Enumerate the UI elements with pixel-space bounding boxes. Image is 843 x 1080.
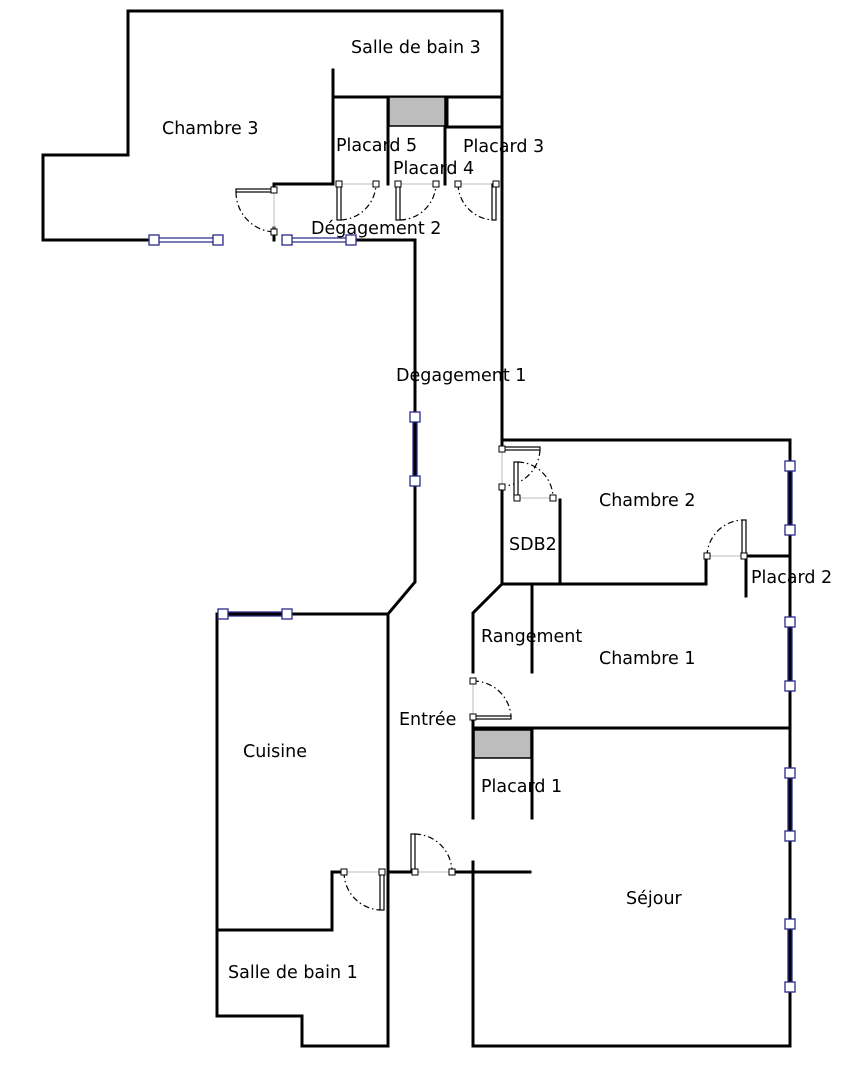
window-chambre2 — [784, 460, 796, 536]
window-cuisine — [217, 608, 293, 620]
door-sdb2 — [513, 461, 557, 502]
label-salle-de-bain-1: Salle de bain 1 — [228, 963, 358, 983]
label-placard-2: Placard 2 — [751, 568, 832, 588]
duct-block-placard1 — [473, 729, 532, 759]
door-placard4 — [394, 180, 440, 221]
wall-north-west — [41, 9, 504, 450]
door-chambre3 — [235, 186, 278, 236]
door-placard5 — [335, 180, 380, 221]
door-sdb1 — [340, 868, 386, 911]
label-placard-3: Placard 3 — [463, 137, 544, 157]
window-degagement2 — [281, 234, 357, 246]
label-entree: Entrée — [399, 710, 456, 730]
wall-placard2 — [743, 554, 792, 598]
label-salle-de-bain-3: Salle de bain 3 — [351, 38, 481, 58]
label-chambre-3: Chambre 3 — [162, 119, 258, 139]
wall-rangement — [471, 581, 534, 674]
label-degagement-1: Degagement 1 — [396, 366, 526, 386]
label-chambre-2: Chambre 2 — [599, 491, 695, 511]
window-sejour-2 — [784, 918, 796, 993]
label-sdb2: SDB2 — [509, 535, 557, 555]
wall-east — [471, 438, 792, 1048]
door-chambre1 — [469, 677, 512, 721]
door-sejour — [410, 833, 456, 876]
label-sejour: Séjour — [626, 889, 683, 909]
wall-chambre3-outline — [215, 238, 417, 1018]
window-degagement1 — [409, 411, 421, 487]
door-chambre2 — [498, 445, 541, 491]
window-sejour-1 — [784, 767, 796, 842]
duct-block-top — [388, 96, 446, 127]
label-rangement: Rangement — [481, 627, 582, 647]
window-chambre1 — [784, 616, 796, 692]
wall-chambre2-bottom — [500, 554, 708, 586]
wall-corridor-west — [215, 612, 390, 1048]
label-placard-5: Placard 5 — [336, 136, 417, 156]
door-placard3 — [454, 180, 500, 221]
label-chambre-1: Chambre 1 — [599, 649, 695, 669]
wall-closet-front — [272, 182, 335, 192]
label-degagement-2: Dégagement 2 — [311, 219, 441, 239]
room-labels: Salle de bain 3 Chambre 3 Placard 5 Plac… — [162, 38, 832, 983]
windows — [148, 234, 796, 993]
label-placard-1: Placard 1 — [481, 777, 562, 797]
window-chambre3 — [148, 234, 224, 246]
door-placard2 — [703, 519, 748, 560]
label-cuisine: Cuisine — [243, 742, 307, 762]
wall-sdb1 — [215, 870, 345, 932]
wall-entree-sejour — [471, 714, 792, 820]
doors — [235, 180, 748, 911]
label-placard-4: Placard 4 — [393, 159, 474, 179]
